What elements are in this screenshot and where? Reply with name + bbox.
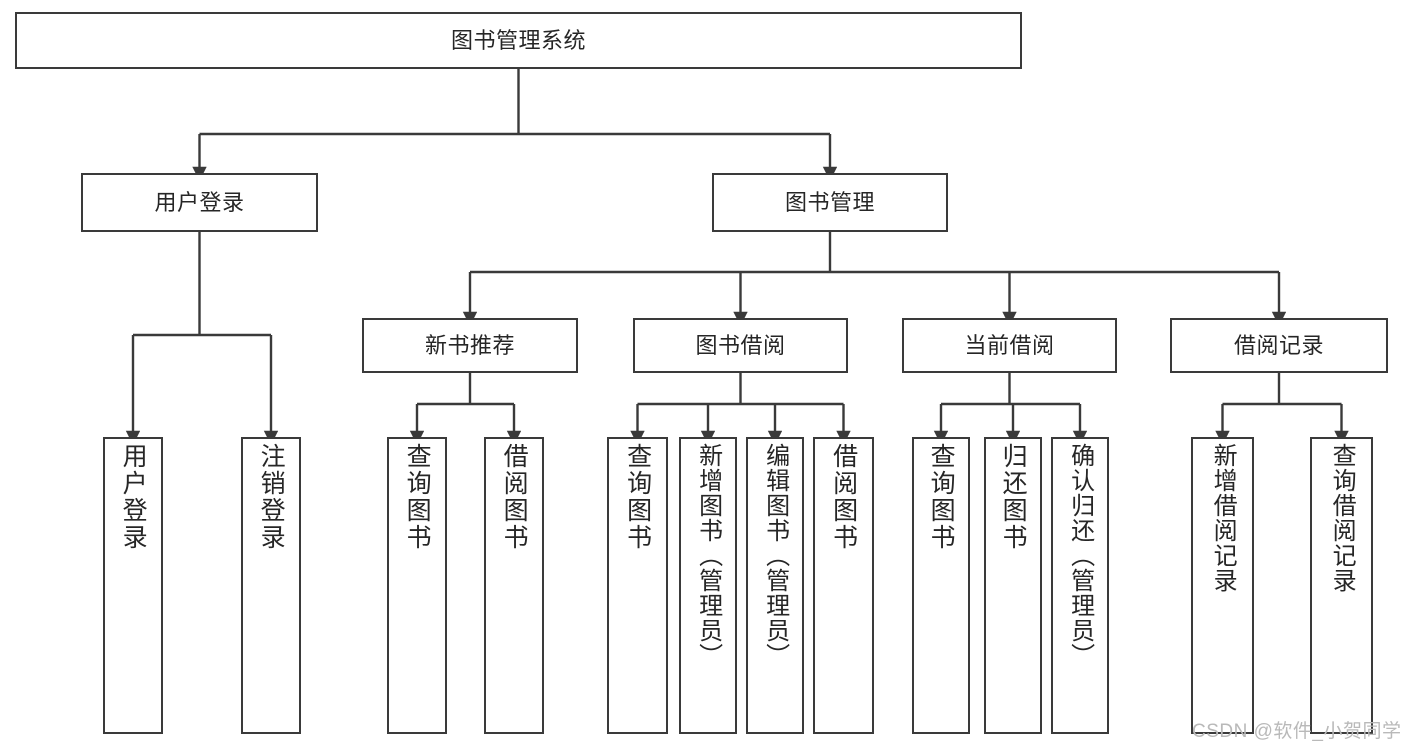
node-label: 借阅图书: [500, 443, 529, 551]
node-label: 查询图书: [927, 443, 956, 551]
node-label: 当前借阅: [964, 332, 1055, 358]
node-root[interactable]: 图书管理系统: [15, 12, 1022, 69]
node-label: 用户登录: [119, 443, 148, 551]
node-label: 新书推荐: [424, 332, 515, 358]
node-label: 图书管理: [784, 189, 875, 215]
node-label: 新增借阅记录: [1209, 443, 1237, 593]
node-label: 借阅记录: [1233, 332, 1324, 358]
edge-group: [125, 69, 1349, 446]
node-leaf-rec-2[interactable]: 查询借阅记录: [1310, 437, 1373, 734]
node-leaf-borrow-4[interactable]: 借阅图书: [813, 437, 874, 734]
node-newbook[interactable]: 新书推荐: [362, 318, 578, 373]
node-label: 用户登录: [154, 189, 245, 215]
watermark-label: CSDN @软件_小贺同学: [1192, 721, 1402, 742]
node-label: 编辑图书（管理员）: [761, 443, 789, 668]
node-label: 查询借阅记录: [1328, 443, 1356, 593]
node-leaf-login-1[interactable]: 用户登录: [103, 437, 163, 734]
node-leaf-cur-1[interactable]: 查询图书: [912, 437, 970, 734]
node-leaf-borrow-1[interactable]: 查询图书: [607, 437, 668, 734]
node-label: 图书管理系统: [450, 27, 586, 53]
node-leaf-login-2[interactable]: 注销登录: [241, 437, 301, 734]
node-label: 注销登录: [257, 443, 286, 551]
node-label: 确认归还（管理员）: [1066, 443, 1094, 668]
node-current[interactable]: 当前借阅: [902, 318, 1117, 373]
node-borrow[interactable]: 图书借阅: [633, 318, 848, 373]
node-label: 查询图书: [403, 443, 432, 551]
node-login[interactable]: 用户登录: [81, 173, 318, 232]
node-leaf-new-2[interactable]: 借阅图书: [484, 437, 544, 734]
node-bookmgmt[interactable]: 图书管理: [712, 173, 948, 232]
node-records[interactable]: 借阅记录: [1170, 318, 1388, 373]
node-leaf-cur-2[interactable]: 归还图书: [984, 437, 1042, 734]
node-leaf-borrow-2[interactable]: 新增图书（管理员）: [679, 437, 737, 734]
node-leaf-cur-3[interactable]: 确认归还（管理员）: [1051, 437, 1109, 734]
node-leaf-borrow-3[interactable]: 编辑图书（管理员）: [746, 437, 804, 734]
node-label: 借阅图书: [829, 443, 858, 551]
node-label: 归还图书: [999, 443, 1028, 551]
node-leaf-rec-1[interactable]: 新增借阅记录: [1191, 437, 1254, 734]
node-label: 图书借阅: [695, 332, 786, 358]
node-label: 新增图书（管理员）: [694, 443, 722, 668]
node-label: 查询图书: [623, 443, 652, 551]
node-leaf-new-1[interactable]: 查询图书: [387, 437, 447, 734]
